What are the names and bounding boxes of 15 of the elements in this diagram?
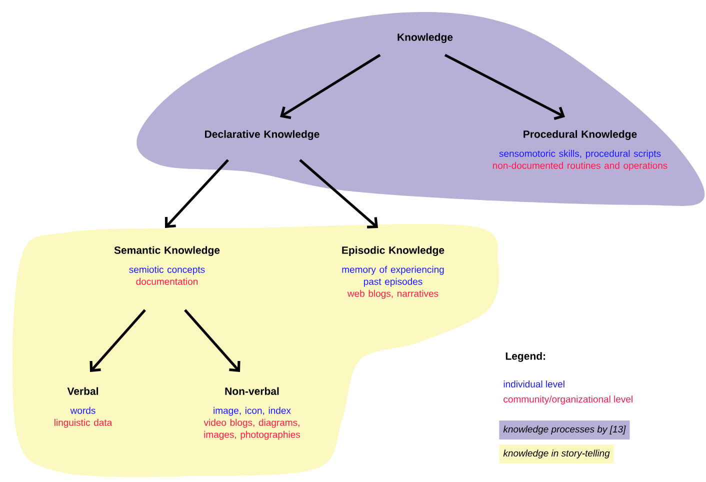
concept-text: Knowledge	[398, 33, 453, 44]
arrow	[444, 54, 565, 120]
legend-entry: community/organizational level	[504, 396, 632, 404]
legend-entry: individual level	[504, 380, 564, 388]
arrow	[299, 159, 378, 228]
concept-text: Semantic Knowledge semiotic concepts documentation	[114, 246, 220, 285]
legend-title: Legend:	[506, 352, 546, 362]
arrow	[90, 309, 146, 372]
concept-text: Non-verbal image, icon, index video blogs, diagrams, images, photographies	[204, 387, 300, 440]
concept-text: Declarative Knowledge	[205, 130, 320, 140]
arrow	[280, 54, 381, 120]
arrow	[184, 309, 240, 372]
concept-text: Procedural Knowledge sensomotoric skills, procedural scripts non-documented routines and operations	[492, 130, 668, 171]
concept-text: Episodic Knowledge memory of experiencing past episodes web blogs, narratives	[342, 246, 444, 299]
concept-text: Verbal words linguistic data	[54, 387, 112, 428]
